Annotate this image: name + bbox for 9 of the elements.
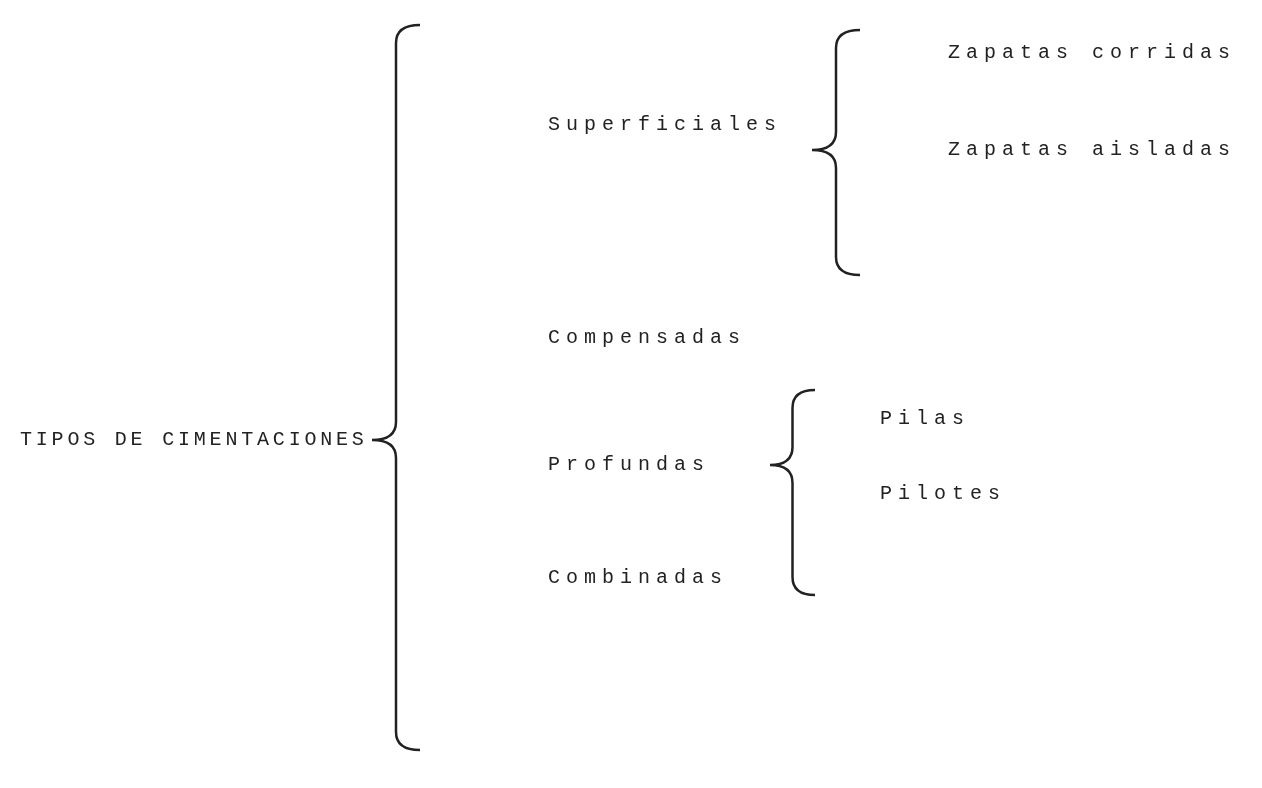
category-label: Combinadas: [548, 566, 729, 590]
category-label: Zapatas corridas: [948, 41, 1237, 65]
category-label: Superficiales: [548, 113, 783, 137]
category-label: Pilotes: [880, 482, 1006, 506]
category-label: Pilas: [880, 407, 970, 431]
category-label: Compensadas: [548, 326, 747, 350]
category-label: Zapatas aisladas: [948, 138, 1237, 162]
category-label: Profundas: [548, 453, 711, 477]
heading-label: TIPOS DE CIMENTACIONES: [20, 428, 368, 452]
